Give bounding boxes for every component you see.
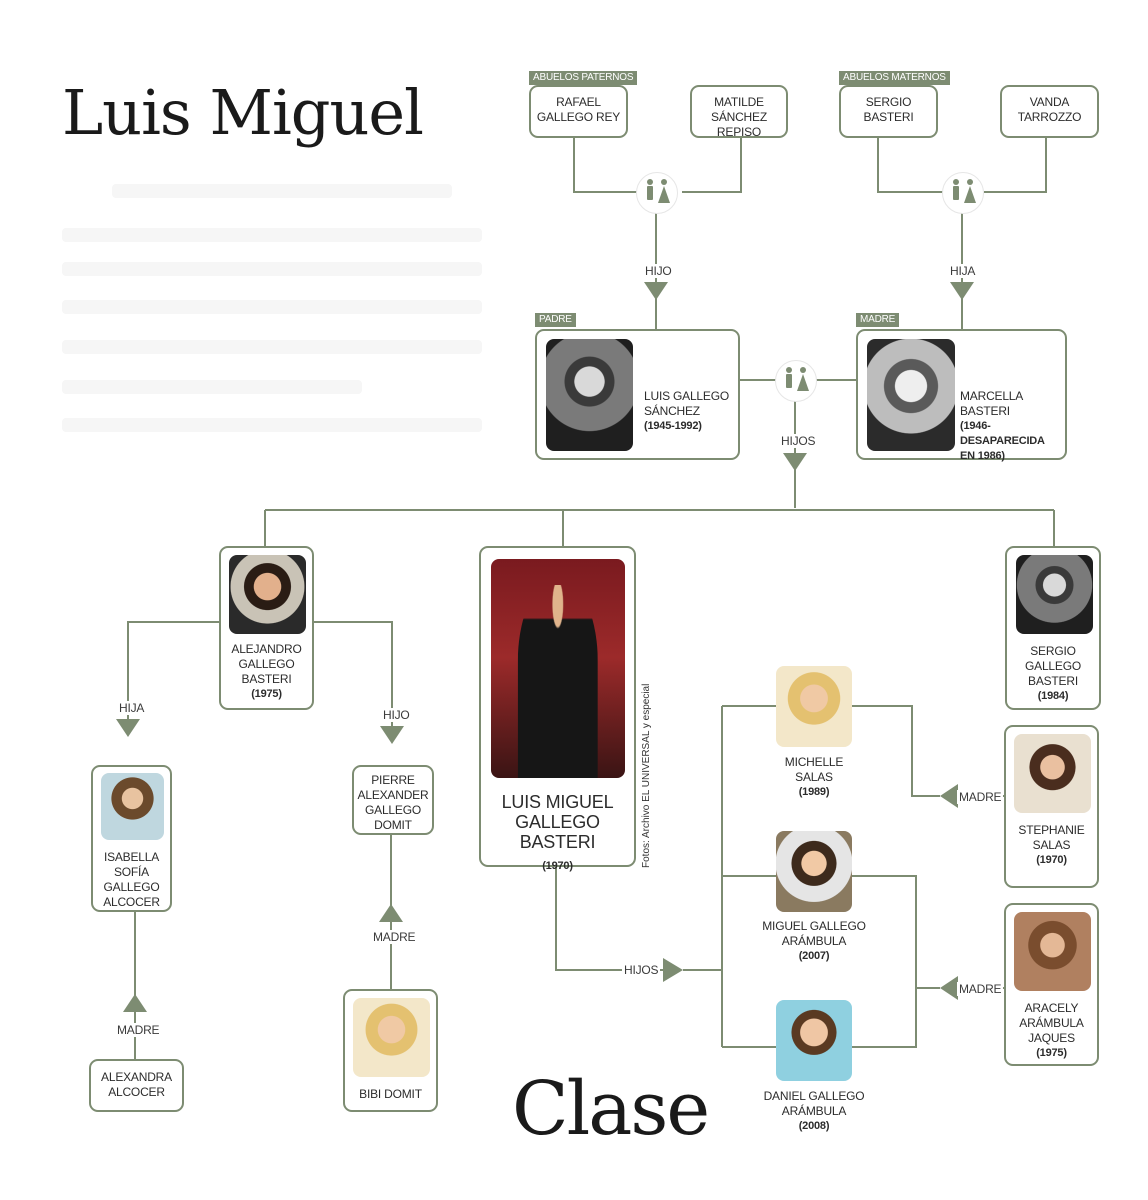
photo-marcella-basteri <box>867 339 955 451</box>
tag-paternal-grandparents: ABUELOS PATERNOS <box>529 71 638 85</box>
link-label-hija: HIJA <box>948 264 978 278</box>
faded-text-line <box>62 340 482 354</box>
photo-sergio-gallego <box>1016 555 1093 634</box>
faded-text-line <box>62 228 482 242</box>
tag-maternal-grandparents: ABUELOS MATERNOS <box>839 71 950 85</box>
photo-luis-miguel <box>491 559 625 778</box>
wedding-couple-icon <box>942 172 984 214</box>
person-name: BIBI DOMIT <box>359 1087 422 1101</box>
luis-miguel-figure <box>517 585 599 778</box>
faded-text-line <box>62 418 482 432</box>
photo-isabella <box>101 773 164 840</box>
photo-bibi-domit <box>353 998 430 1077</box>
link-label-hijo: HIJO <box>381 708 412 722</box>
wedding-couple-icon <box>775 360 817 402</box>
photo-credit: Fotos: Archivo EL UNIVERSAL y especial <box>641 683 652 868</box>
page-title: Luis Miguel <box>62 76 424 149</box>
faded-text-line <box>62 262 482 276</box>
wedding-couple-icon <box>636 172 678 214</box>
link-label-hija: HIJA <box>117 701 147 715</box>
photo-michelle-salas[interactable] <box>776 666 852 747</box>
link-label-hijos: HIJOS <box>779 434 818 448</box>
faded-text-line <box>62 300 482 314</box>
faded-text-line <box>112 184 452 198</box>
faded-text-line <box>62 380 362 394</box>
tag-madre: MADRE <box>856 313 900 327</box>
photo-aracely-arambula <box>1014 912 1091 991</box>
link-label-madre: MADRE <box>371 930 418 944</box>
tag-padre: PADRE <box>535 313 576 327</box>
photo-daniel-gallego-arambula[interactable] <box>776 1000 852 1081</box>
link-label-hijo: HIJO <box>643 264 674 278</box>
link-label-madre: MADRE <box>115 1023 162 1037</box>
photo-miguel-gallego-arambula[interactable] <box>776 831 852 912</box>
photo-alejandro <box>229 555 306 634</box>
link-label-madre: MADRE <box>957 790 1004 804</box>
link-label-madre: MADRE <box>957 982 1004 996</box>
link-label-hijos: HIJOS <box>622 963 661 977</box>
photo-stephanie-salas <box>1014 734 1091 813</box>
brand-logo: Clase <box>512 1066 710 1152</box>
card-bibi-domit[interactable]: BIBI DOMIT <box>343 989 438 1112</box>
photo-luis-gallego <box>546 339 633 451</box>
